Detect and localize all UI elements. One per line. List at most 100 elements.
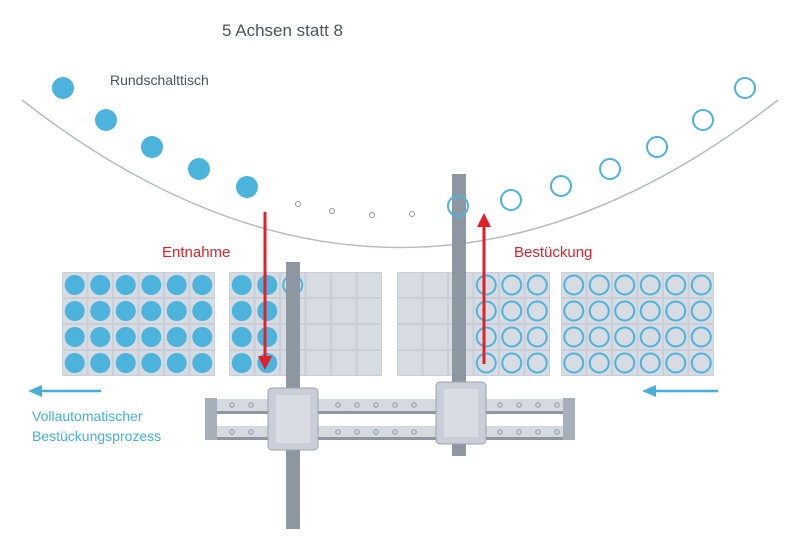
tray-part-outline (690, 274, 712, 296)
rail-bolt (411, 402, 417, 408)
rail-bolt (497, 429, 503, 435)
rail-bolt (373, 429, 379, 435)
tray-cell (398, 273, 422, 297)
tray-cell (357, 299, 381, 323)
tray-part-filled (115, 327, 136, 347)
tray-part-filled (64, 301, 85, 321)
rail-bolt (497, 402, 503, 408)
tray-cell (306, 273, 330, 297)
tray-part-outline (588, 300, 610, 322)
tray-part-filled (141, 275, 162, 295)
rail-bottom-stripe (217, 437, 563, 440)
rail-bolt (554, 402, 560, 408)
tray-part-outline (639, 274, 661, 296)
tray-part-filled (64, 327, 85, 347)
tray-background (397, 272, 550, 376)
rail-top-stripe (217, 411, 563, 414)
tray-part-outline (475, 300, 497, 322)
rotary-part-outline (550, 175, 572, 197)
tray-part-outline (501, 326, 523, 348)
rail-bolt (516, 402, 522, 408)
rotary-part-outline (646, 136, 668, 158)
removal-arrow (258, 212, 272, 370)
process-label-line2: Bestückungsprozess (32, 428, 162, 444)
tray-part-filled (192, 353, 213, 373)
tray-part-outline (665, 274, 687, 296)
rail-bolt (229, 429, 235, 435)
tray-part-outline (614, 352, 636, 374)
tray-part-outline (475, 326, 497, 348)
tray-part-outline (563, 300, 585, 322)
rotary-part-outline (692, 109, 714, 131)
tray-cell (306, 351, 330, 375)
vertical-axis-right (435, 174, 487, 456)
rail-bolt (229, 402, 235, 408)
rail-bolt (392, 402, 398, 408)
tray-part-filled (192, 327, 213, 347)
tray-part-filled (115, 301, 136, 321)
tray-part-outline (501, 274, 523, 296)
horizontal-axis (205, 398, 575, 440)
rail-bolt (248, 402, 254, 408)
rail-bolt (335, 429, 341, 435)
tray-cell (398, 299, 422, 323)
tray-cell (306, 325, 330, 349)
tray-background (561, 272, 714, 376)
rail-bolt (535, 402, 541, 408)
rotary-part-outline (599, 158, 621, 180)
tray-part-outline (690, 326, 712, 348)
page-title: 5 Achsen statt 8 (222, 21, 343, 40)
process-label: Vollautomatischer Bestückungsprozess (32, 406, 161, 446)
tray-part-filled (231, 301, 252, 321)
loading-arrow (477, 213, 491, 364)
tray-part-outline (475, 274, 497, 296)
tray-cell (398, 325, 422, 349)
tray-part-filled (64, 275, 85, 295)
rail-bolt (354, 402, 360, 408)
tray-part-outline (501, 300, 523, 322)
flow-arrow-left (28, 385, 101, 397)
tray-background (229, 272, 382, 376)
tray-part-outline (475, 352, 497, 374)
tray-part-filled (166, 327, 187, 347)
tray-part-filled (192, 275, 213, 295)
rotary-position-empty (409, 211, 415, 217)
rail-bolt (335, 402, 341, 408)
tray-cell (332, 299, 356, 323)
rotary-table-label: Rundschalttisch (110, 72, 209, 88)
tray-part-filled (115, 275, 136, 295)
tray-part-outline (665, 352, 687, 374)
tray-part-filled (166, 275, 187, 295)
tray-part-outline (614, 274, 636, 296)
tray-cell (357, 351, 381, 375)
tray-part-outline (639, 300, 661, 322)
rotary-part-outline (734, 77, 756, 99)
tray-part-filled (257, 327, 278, 347)
rotary-part-filled (52, 77, 74, 99)
rotary-part-outline (500, 189, 522, 211)
tray-part-outline (563, 274, 585, 296)
tray-cell (423, 299, 447, 323)
tray-cell (306, 299, 330, 323)
tray-full-left (62, 272, 215, 376)
tray-loading (397, 272, 550, 376)
rotary-table-arc (21, 99, 779, 249)
tray-part-outline (639, 326, 661, 348)
tray-part-filled (141, 327, 162, 347)
tray-part-filled (257, 275, 278, 295)
tray-cell (357, 325, 381, 349)
tray-part-filled (231, 327, 252, 347)
tray-removing (229, 272, 382, 376)
rotary-part-filled (236, 176, 258, 198)
rotary-position-empty (369, 212, 375, 218)
tray-part-outline (690, 300, 712, 322)
tray-cell (398, 351, 422, 375)
tray-cell (357, 273, 381, 297)
tray-part-outline (665, 300, 687, 322)
rotary-position-empty (329, 208, 335, 214)
tray-part-filled (231, 275, 252, 295)
rotary-position-empty (295, 201, 301, 207)
tray-part-filled (90, 353, 111, 373)
tray-part-filled (166, 353, 187, 373)
